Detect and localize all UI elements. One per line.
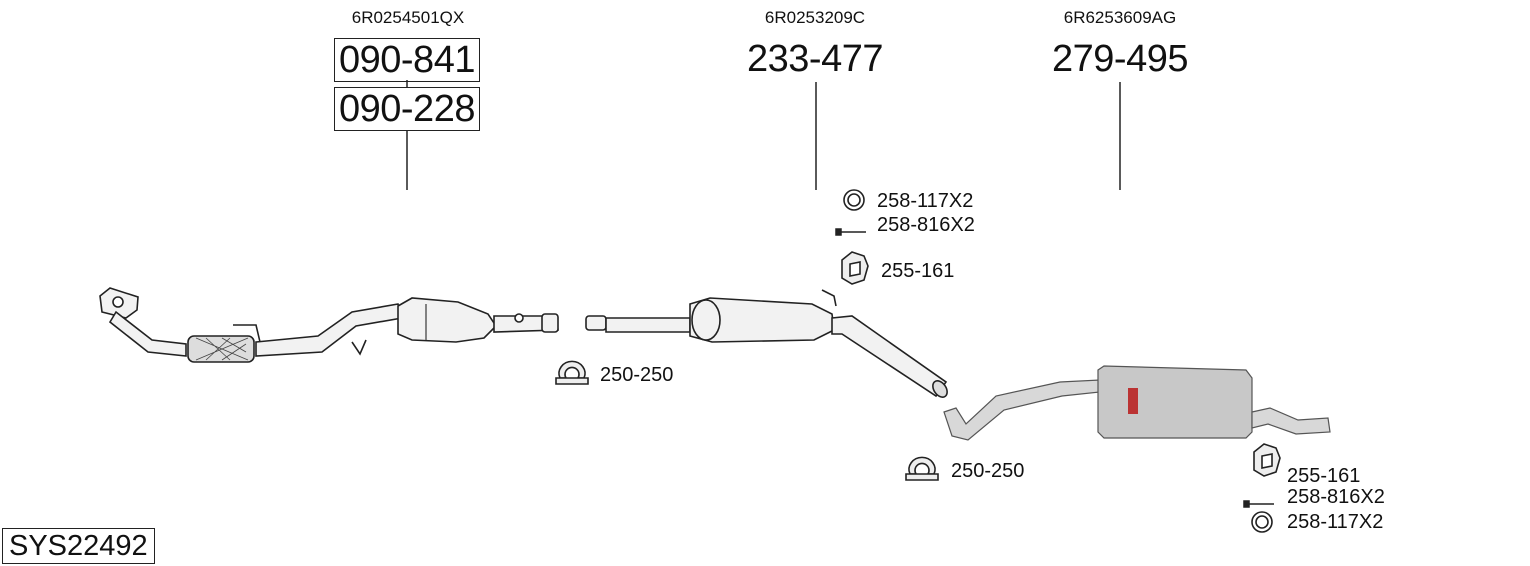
downpipe	[108, 310, 187, 357]
flex-mesh	[195, 337, 249, 361]
silencer-endcap	[691, 299, 721, 341]
outlet-pipe	[831, 315, 948, 398]
rear-silencer-body	[1097, 365, 1253, 439]
flange-hole-icon	[112, 296, 124, 308]
clamp-label-front[interactable]: 250-250	[600, 364, 674, 386]
part-number-middle-silencer[interactable]: 233-477	[747, 38, 883, 80]
bracket	[233, 324, 261, 343]
part-number-catalytic-converter[interactable]: 090-228	[334, 87, 480, 131]
hanger-label-rear[interactable]: 255-161	[1287, 465, 1361, 487]
hanger-label-middle[interactable]: 255-161	[881, 260, 955, 282]
ring-label-rear[interactable]: 258-117X2	[1287, 511, 1384, 533]
front-pipe-catalyst[interactable]	[99, 287, 559, 363]
ring-icon	[843, 189, 865, 211]
leader-lines	[406, 80, 1121, 190]
rear-inlet-pipe	[943, 379, 1101, 441]
system-code: SYS22492	[2, 528, 155, 564]
ring-label-middle[interactable]: 258-117X2	[877, 190, 974, 212]
ring-icon	[1251, 511, 1273, 533]
bolt-icon	[1243, 500, 1274, 508]
part-number-rear-silencer[interactable]: 279-495	[1052, 38, 1188, 80]
clamp-icon	[905, 456, 939, 481]
tail-pipe	[1251, 407, 1331, 435]
oe-number-middle: 6R0253209C	[764, 8, 866, 27]
intermediate-pipe	[255, 303, 404, 357]
bolt-label-middle[interactable]: 258-816X2	[877, 214, 975, 236]
part-number-front-pipe[interactable]: 090-841	[334, 38, 480, 82]
bolt-icon	[835, 228, 866, 236]
middle-silencer[interactable]	[585, 289, 950, 400]
oe-number-rear: 6R6253609AG	[1063, 8, 1177, 27]
outlet-sleeve	[541, 313, 559, 333]
rubber-hanger-icon	[841, 251, 869, 285]
rubber-hanger-icon	[1253, 443, 1281, 477]
hanger-rod	[821, 289, 837, 307]
bolt-label-rear[interactable]: 258-816X2	[1287, 486, 1385, 508]
bracket	[351, 339, 367, 356]
label-sticker-icon	[1128, 388, 1138, 414]
clamp-label-rear[interactable]: 250-250	[951, 460, 1025, 482]
catalytic-converter	[397, 297, 498, 343]
inlet-sleeve	[585, 315, 607, 331]
inlet-pipe	[605, 317, 691, 333]
rear-silencer[interactable]	[943, 365, 1331, 441]
oe-number-front: 6R0254501QX	[351, 8, 465, 27]
clamp-icon	[555, 360, 589, 385]
